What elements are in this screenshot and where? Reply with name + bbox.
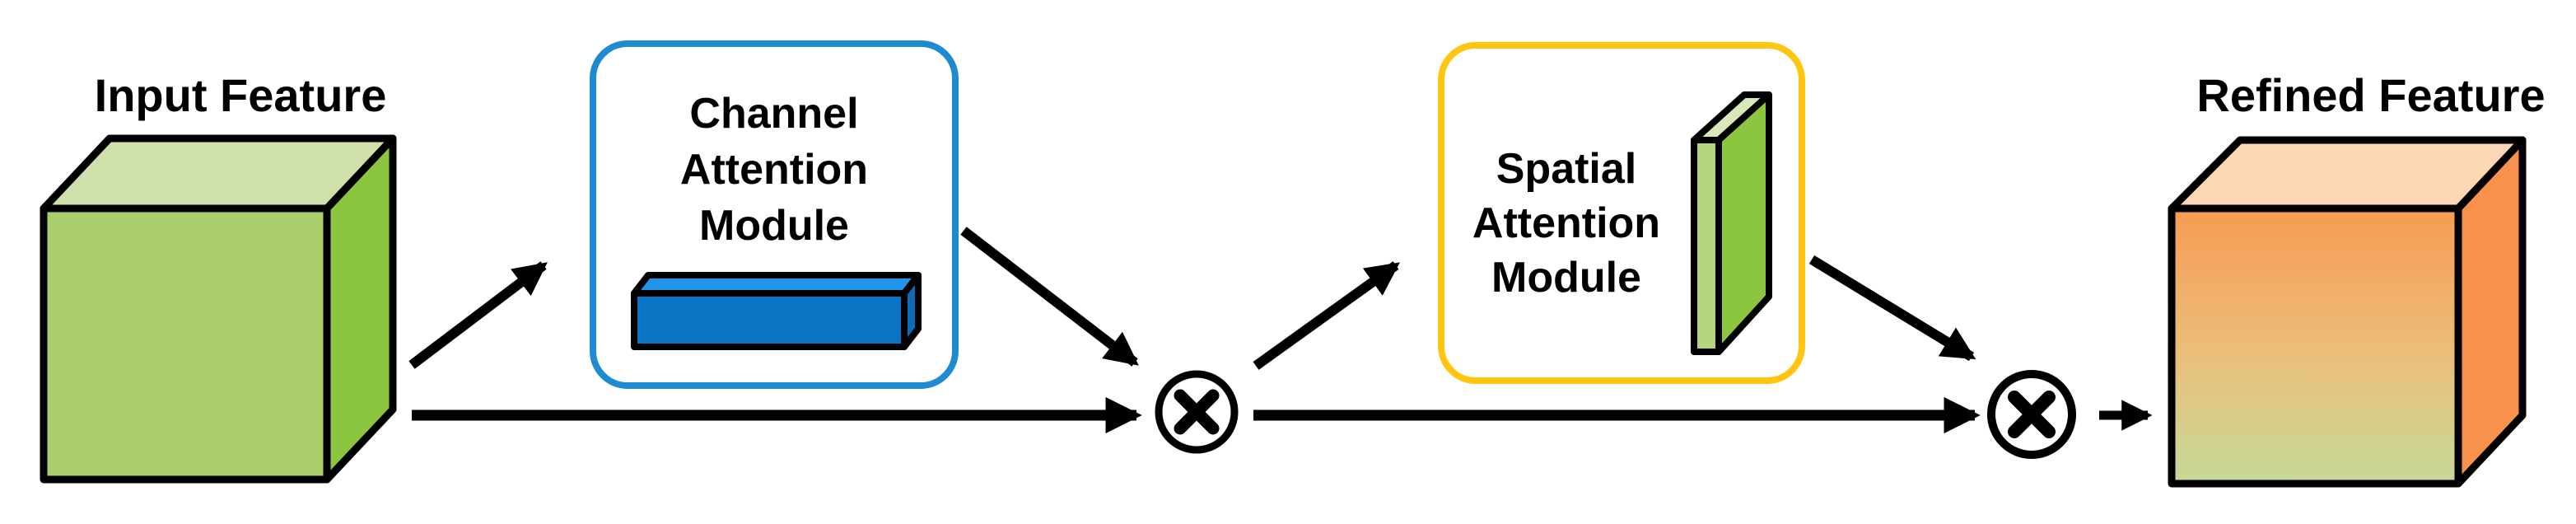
spatial-attention-line-1: Spatial — [1496, 145, 1637, 193]
spatial-attention-slab — [1691, 91, 1772, 355]
multiply-2-x — [2008, 391, 2056, 438]
channel-attention-line-2: Attention — [680, 146, 868, 194]
input-cube-front-face — [40, 204, 331, 484]
spatial-to-multiply-arrow — [1808, 255, 1976, 362]
input-to-channel-arrow — [408, 261, 548, 369]
channel-attention-bar — [631, 272, 922, 350]
channel-bar-front-face — [631, 290, 908, 350]
channel-attention-module: Channel Attention Module — [590, 40, 959, 389]
multiply-icon-2: ⊗ — [1987, 370, 2076, 459]
refined-cube-front-face — [2168, 204, 2462, 488]
multiply-icon-1: ⊗ — [1155, 370, 1239, 454]
spatial-attention-module: Spatial Attention Module — [1438, 42, 1805, 384]
multiply-1-x — [1174, 389, 1220, 435]
input-feature-label: Input Feature — [95, 69, 387, 121]
refined-feature-label: Refined Feature — [2196, 69, 2545, 121]
channel-attention-line-1: Channel — [689, 90, 858, 138]
channel-to-multiply-arrow — [960, 227, 1139, 367]
spatial-attention-line-2: Attention — [1472, 199, 1660, 247]
input-feature-cube — [40, 134, 397, 484]
spatial-attention-line-3: Module — [1491, 254, 1641, 302]
refined-feature-cube — [2168, 136, 2527, 488]
spatial-slab-front-face — [1691, 137, 1722, 355]
multiply-to-spatial-arrow — [1253, 261, 1400, 370]
channel-attention-line-3: Module — [699, 202, 849, 250]
